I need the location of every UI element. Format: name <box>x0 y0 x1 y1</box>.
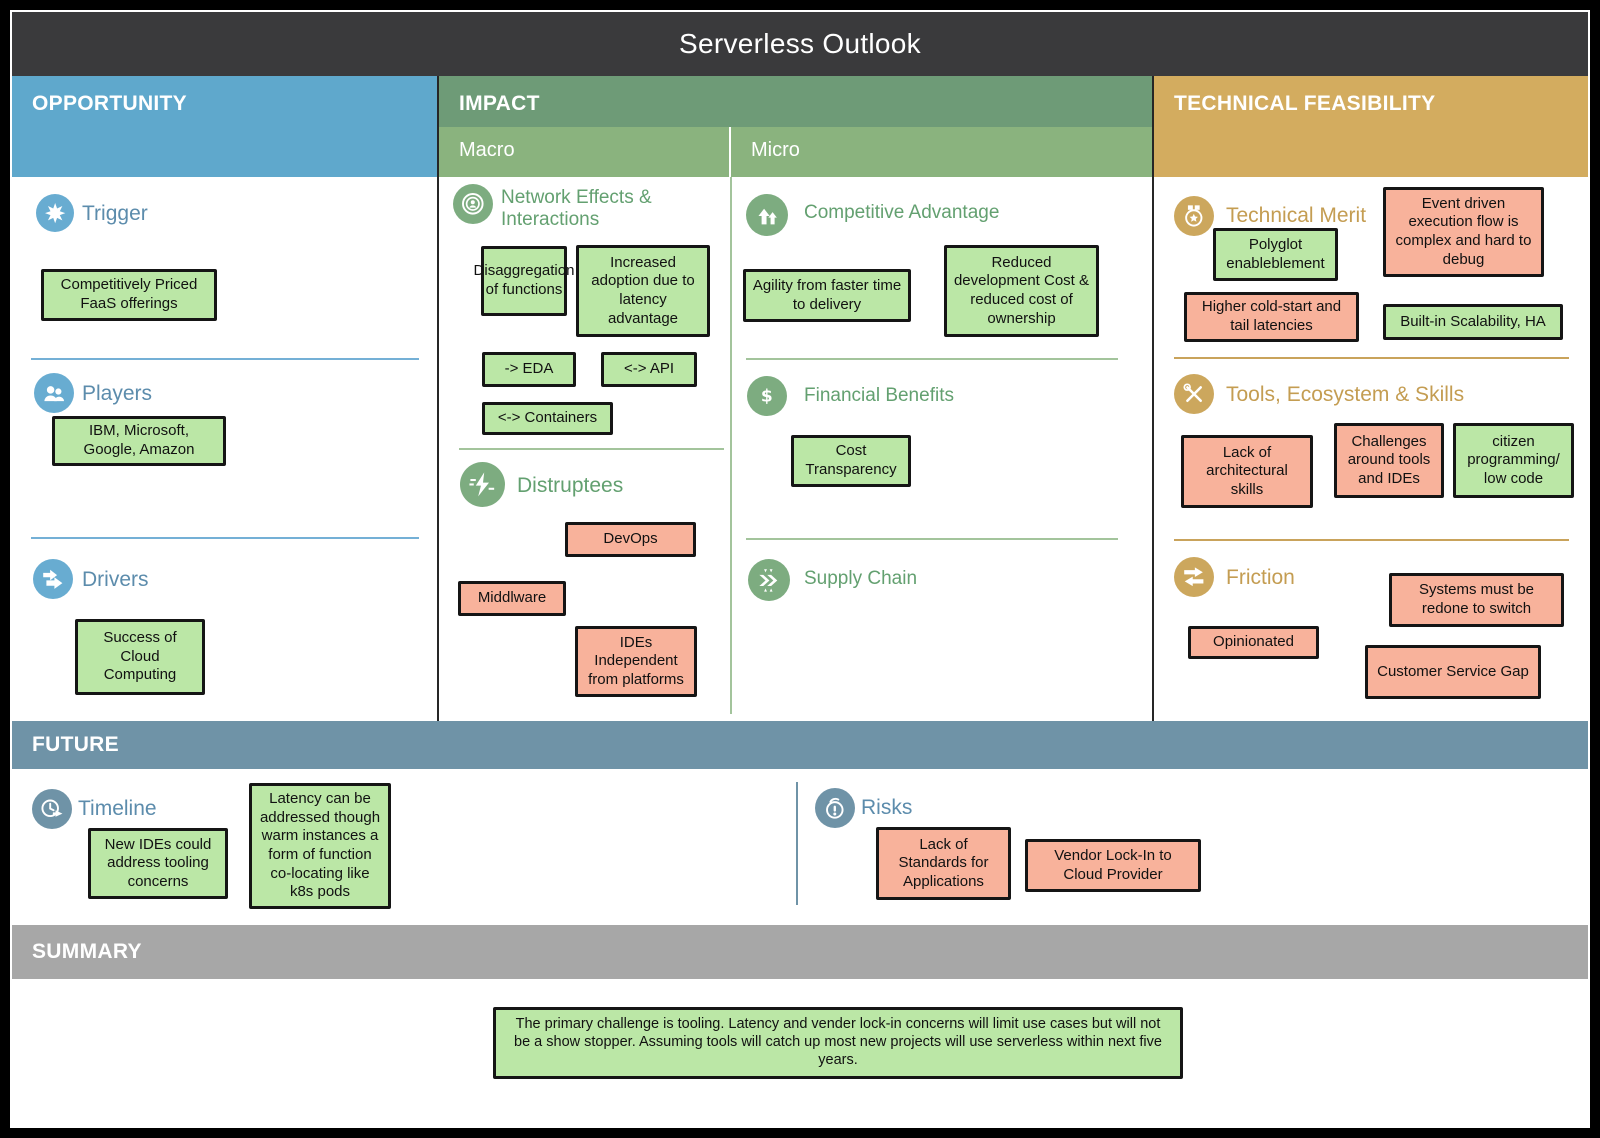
section-divider <box>746 358 1118 360</box>
burst-icon <box>36 194 74 232</box>
board: Serverless Outlook OPPORTUNITY Trigger C… <box>10 10 1590 1128</box>
tools-icon <box>1174 374 1214 414</box>
note-card: DevOps <box>565 522 696 557</box>
section-title-players: Players <box>82 382 153 405</box>
note-card: IBM, Microsoft, Google, Amazon <box>52 416 226 466</box>
section-title-timeline: Timeline <box>78 797 157 820</box>
note-card: Polyglot enableblement <box>1213 228 1338 281</box>
section-title-trigger: Trigger <box>82 202 148 225</box>
dollar-icon: $ <box>747 376 787 416</box>
section-title-tools-ecosystem: Tools, Ecosystem & Skills <box>1226 383 1465 406</box>
subheader-divider <box>729 127 731 177</box>
opportunity-header: OPPORTUNITY <box>12 76 437 177</box>
opportunity-column: OPPORTUNITY Trigger Competitively Priced… <box>12 76 437 721</box>
macro-micro-divider <box>730 177 732 714</box>
clock-forward-icon <box>32 789 72 829</box>
note-card: Reduced development Cost & reduced cost … <box>944 245 1099 337</box>
network-rings-icon <box>453 184 493 224</box>
future-header: FUTURE <box>12 721 1588 769</box>
note-card: citizen programming/ low code <box>1453 423 1574 498</box>
lightning-icon <box>460 462 505 507</box>
section-title-network-effects: Network Effects & Interactions <box>501 187 652 231</box>
note-card: Disaggregation of functions <box>474 246 574 316</box>
growth-arrows-icon <box>746 194 788 236</box>
technical-column: TECHNICAL FEASIBILITY Technical Merit Ev… <box>1154 76 1588 721</box>
people-icon <box>34 373 74 413</box>
section-title-financial-benefits: Financial Benefits <box>804 385 954 406</box>
risks-divider <box>796 782 798 905</box>
risk-alert-icon <box>815 788 855 828</box>
note-card: -> EDA <box>482 352 576 387</box>
note-card: Vendor Lock-In to Cloud Provider <box>1025 839 1201 892</box>
section-title-competitive-advantage: Competitive Advantage <box>804 202 1000 223</box>
friction-arrows-icon <box>1174 557 1214 597</box>
summary-header: SUMMARY <box>12 925 1588 979</box>
note-card: New IDEs could address tooling concerns <box>88 828 228 899</box>
section-title-technical-merit: Technical Merit <box>1226 204 1367 227</box>
note-card: Success of Cloud Computing <box>75 619 205 695</box>
title-bar: Serverless Outlook <box>12 12 1588 76</box>
technical-header: TECHNICAL FEASIBILITY <box>1154 76 1588 177</box>
note-card: Lack of Standards for Applications <box>876 827 1011 900</box>
supply-chain-icon <box>748 559 790 601</box>
note-card: Systems must be redone to switch <box>1389 573 1564 627</box>
section-title-friction: Friction <box>1226 566 1295 589</box>
section-divider <box>1174 539 1569 541</box>
future-body: Timeline New IDEs could address tooling … <box>12 769 1588 925</box>
note-card: <-> Containers <box>482 402 613 435</box>
note-card: Competitively Priced FaaS offerings <box>41 269 217 321</box>
impact-body: Network Effects & Interactions Disaggreg… <box>439 177 1152 721</box>
note-card: Lack of architectural skills <box>1181 435 1313 508</box>
note-card: Agility from faster time to delivery <box>743 269 911 322</box>
impact-column: IMPACT Macro Micro Network Effects & Int… <box>437 76 1154 721</box>
note-card: Event driven execution flow is complex a… <box>1383 187 1544 277</box>
section-divider <box>746 538 1118 540</box>
impact-subheaders: Macro Micro <box>439 127 1152 177</box>
merit-badge-icon <box>1174 196 1214 236</box>
section-divider <box>1174 357 1569 359</box>
macro-header: Macro <box>439 127 729 177</box>
section-divider <box>31 358 419 360</box>
opportunity-body: Trigger Competitively Priced FaaS offeri… <box>12 177 437 721</box>
impact-header: IMPACT <box>439 76 1152 127</box>
section-title-drivers: Drivers <box>82 568 149 591</box>
section-divider <box>459 448 724 450</box>
section-title-risks: Risks <box>861 796 913 819</box>
technical-body: Technical Merit Event driven execution f… <box>1154 177 1588 721</box>
note-card: IDEs Independent from platforms <box>575 626 697 697</box>
main-grid: OPPORTUNITY Trigger Competitively Priced… <box>12 76 1588 721</box>
section-divider <box>31 537 419 539</box>
note-card: Cost Transparency <box>791 435 911 487</box>
section-title-distruptees: Distruptees <box>517 474 624 497</box>
svg-text:$: $ <box>761 387 773 407</box>
note-card: Increased adoption due to latency advant… <box>576 245 710 337</box>
page-title: Serverless Outlook <box>679 28 921 59</box>
note-card: Opinionated <box>1188 626 1319 659</box>
note-card: Middlware <box>458 581 566 616</box>
note-card: Built-in Scalability, HA <box>1383 304 1563 340</box>
summary-note: The primary challenge is tooling. Latenc… <box>493 1007 1183 1079</box>
note-card: Higher cold-start and tail latencies <box>1184 292 1359 342</box>
note-card: Challenges around tools and IDEs <box>1334 423 1444 498</box>
section-title-supply-chain: Supply Chain <box>804 568 918 589</box>
note-card: <-> API <box>601 352 697 387</box>
note-card: Customer Service Gap <box>1365 645 1541 699</box>
note-card: Latency can be addressed though warm ins… <box>249 783 391 909</box>
micro-header: Micro <box>731 127 1152 177</box>
summary-body: The primary challenge is tooling. Latenc… <box>12 979 1588 1126</box>
forward-arrows-icon <box>33 559 73 599</box>
